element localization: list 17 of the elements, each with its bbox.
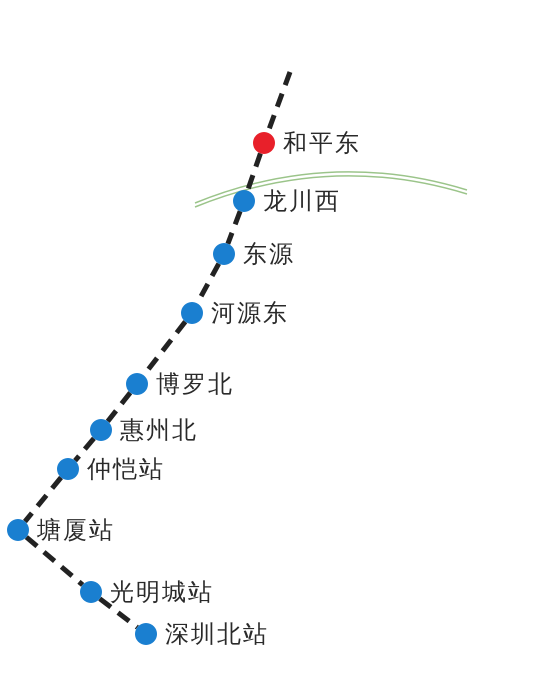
station-name: 仲恺站 [87, 454, 165, 484]
station-name: 东源 [243, 239, 295, 269]
rail-line [245, 152, 263, 192]
station-name: 龙川西 [263, 186, 341, 216]
rail-line [106, 391, 132, 423]
station-name: 惠州北 [120, 415, 198, 445]
station-name: 光明城站 [110, 577, 214, 607]
rail-line [73, 436, 96, 462]
rail-line [23, 476, 63, 524]
station-name: 塘厦站 [37, 515, 115, 545]
rail-line [98, 596, 139, 630]
station-name: 深圳北站 [165, 619, 269, 649]
rail-line [226, 210, 242, 245]
station-name: 河源东 [211, 298, 289, 328]
rail-line [24, 535, 84, 587]
station-name: 和平东 [283, 128, 361, 158]
station-name: 博罗北 [156, 369, 234, 399]
